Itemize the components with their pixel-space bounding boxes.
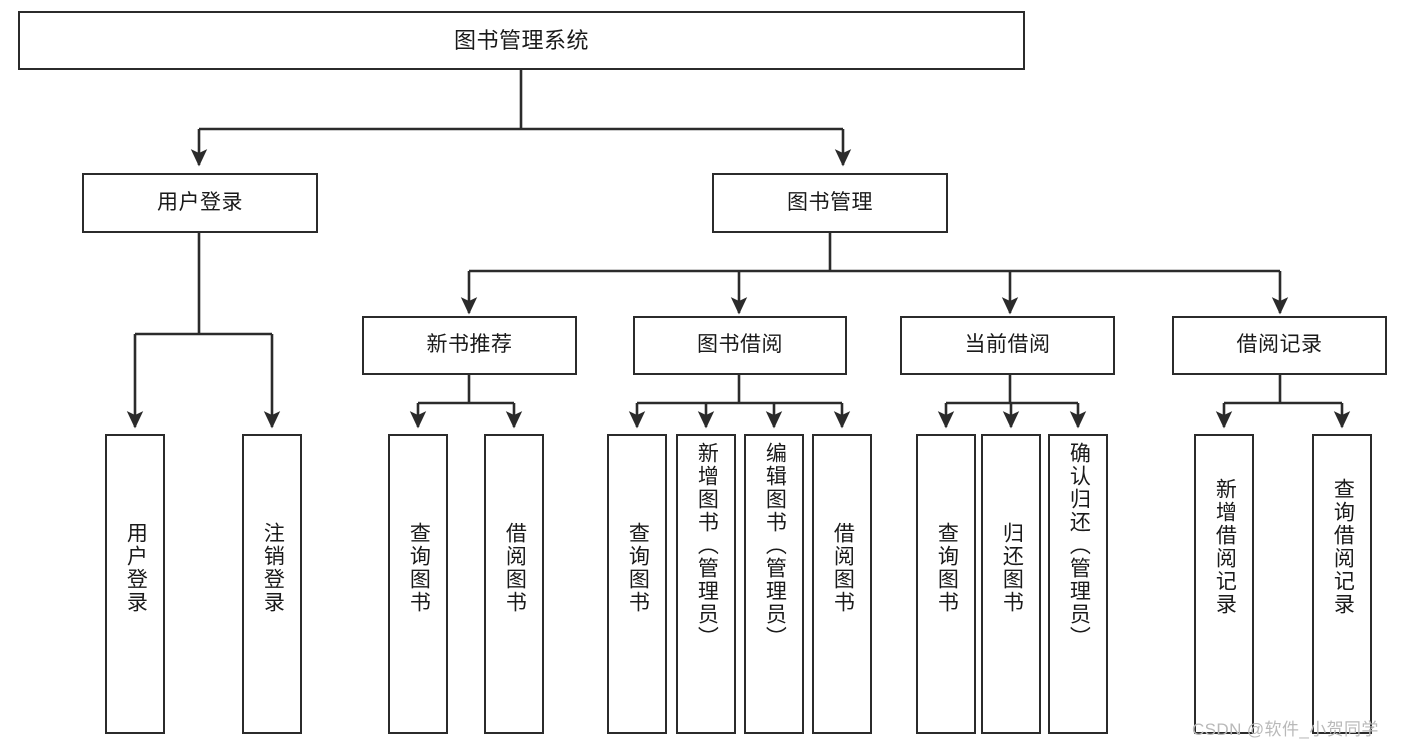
- node-root-book-management-system[interactable]: 图书管理系统: [18, 11, 1025, 70]
- node-label: 确认归还（管理员）: [1067, 442, 1091, 649]
- leaf-borrow-book-borrow[interactable]: 借阅图书: [812, 434, 872, 734]
- node-label: 图书借阅: [697, 333, 783, 357]
- node-label: 用户登录: [124, 522, 148, 614]
- leaf-borrow-book-recommend[interactable]: 借阅图书: [484, 434, 544, 734]
- node-current-borrow[interactable]: 当前借阅: [900, 316, 1115, 375]
- leaf-query-book-recommend[interactable]: 查询图书: [388, 434, 448, 734]
- leaf-return-book[interactable]: 归还图书: [981, 434, 1041, 734]
- node-label: 查询借阅记录: [1331, 478, 1355, 616]
- node-label: 用户登录: [157, 190, 243, 214]
- node-label: 编辑图书（管理员）: [763, 442, 787, 649]
- leaf-edit-book-admin[interactable]: 编辑图书（管理员）: [744, 434, 804, 734]
- leaf-query-book-current[interactable]: 查询图书: [916, 434, 976, 734]
- node-borrow-record[interactable]: 借阅记录: [1172, 316, 1387, 375]
- leaf-add-book-admin[interactable]: 新增图书（管理员）: [676, 434, 736, 734]
- node-label: 查询图书: [626, 522, 650, 614]
- node-label: 借阅记录: [1236, 333, 1323, 357]
- leaf-confirm-return-admin[interactable]: 确认归还（管理员）: [1048, 434, 1108, 734]
- node-label: 查询图书: [935, 522, 959, 614]
- node-user-login[interactable]: 用户登录: [82, 173, 318, 233]
- leaf-query-borrow-record[interactable]: 查询借阅记录: [1312, 434, 1372, 734]
- node-label: 归还图书: [1000, 522, 1024, 614]
- leaf-add-borrow-record[interactable]: 新增借阅记录: [1194, 434, 1254, 734]
- node-label: 图书管理: [787, 190, 873, 214]
- leaf-user-login[interactable]: 用户登录: [105, 434, 165, 734]
- node-label: 查询图书: [407, 522, 431, 614]
- node-label: 借阅图书: [503, 522, 527, 614]
- node-label: 当前借阅: [964, 333, 1051, 357]
- node-label: 注销登录: [261, 522, 285, 614]
- node-label: 新书推荐: [426, 333, 513, 357]
- node-label: 新增图书（管理员）: [695, 442, 719, 649]
- leaf-user-logout[interactable]: 注销登录: [242, 434, 302, 734]
- node-label: 图书管理系统: [453, 27, 589, 53]
- node-book-borrow[interactable]: 图书借阅: [633, 316, 847, 375]
- leaf-query-book-borrow[interactable]: 查询图书: [607, 434, 667, 734]
- node-book-management[interactable]: 图书管理: [712, 173, 948, 233]
- node-label: 借阅图书: [831, 522, 855, 614]
- node-new-book-recommend[interactable]: 新书推荐: [362, 316, 577, 375]
- node-label: 新增借阅记录: [1213, 478, 1237, 616]
- csdn-watermark: CSDN @软件_小贺同学: [1192, 720, 1379, 739]
